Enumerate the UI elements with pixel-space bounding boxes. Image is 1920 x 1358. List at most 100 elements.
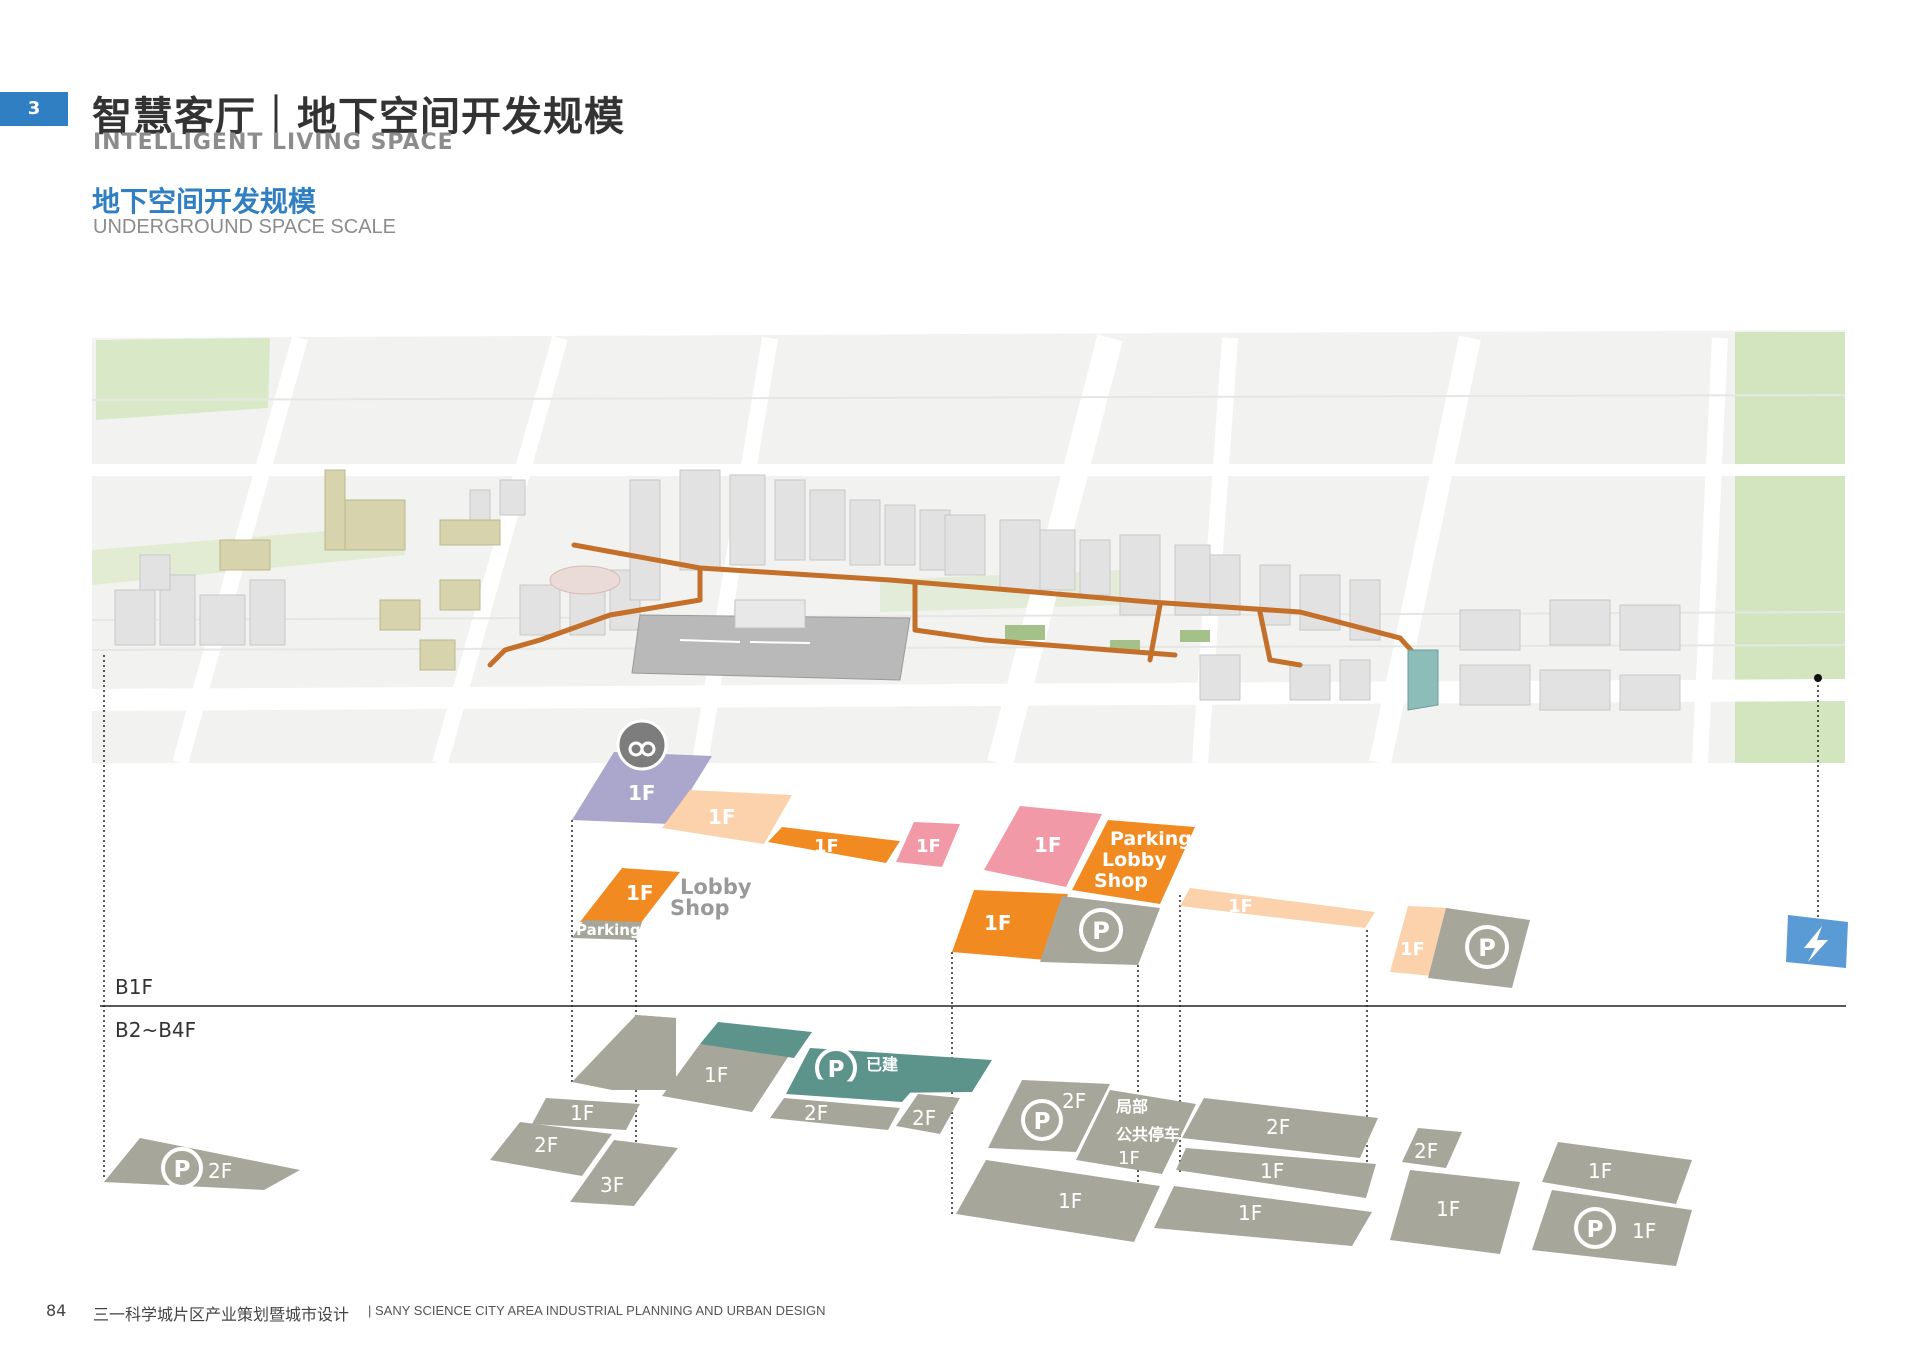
block-label: 1F <box>814 836 839 857</box>
block-label: Shop <box>1094 870 1148 892</box>
page-number: 84 <box>46 1301 67 1320</box>
block-pink-large <box>984 806 1102 887</box>
block-right-1f-b <box>1154 1186 1372 1246</box>
station-roof <box>631 614 911 681</box>
block-mid-2f-strip <box>770 1098 900 1130</box>
svg-text:P: P <box>1478 934 1496 962</box>
block-label: 1F <box>570 1101 594 1125</box>
block-label: 1F <box>984 911 1012 935</box>
block-label-group: Parking Lobby Shop <box>1094 828 1199 892</box>
page-title: 智慧客厅｜地下空间开发规模 <box>92 94 625 140</box>
block-left-1f <box>532 1098 640 1130</box>
block-peach-top <box>662 790 792 844</box>
aerial-site-map <box>91 330 1846 767</box>
block-label: 2F <box>1414 1139 1438 1163</box>
block-label: 2F <box>1062 1089 1086 1113</box>
block-gray-left-tail <box>612 1015 676 1090</box>
block-orange-mid <box>952 890 1068 960</box>
footer-title-en: | SANY SCIENCE CITY AREA INDUSTRIAL PLAN… <box>368 1303 826 1318</box>
b1-blocks: 1F 1F 1F 1F 1F Parking Lobby Shop 1F Par… <box>572 719 1848 988</box>
block-label: 1F <box>704 1063 728 1087</box>
block-label: Parking <box>576 921 641 939</box>
block-label: 2F <box>912 1106 936 1130</box>
block-label: 2F <box>1266 1115 1290 1139</box>
block-pink-small <box>896 822 960 867</box>
section-subtitle-en: UNDERGROUND SPACE SCALE <box>93 216 397 238</box>
block-label: 1F <box>708 805 736 829</box>
block-mid-2f <box>896 1094 960 1134</box>
block-label: 1F <box>1228 896 1253 917</box>
block-label: 1F <box>1238 1201 1262 1225</box>
block-label: 公共停车 <box>1116 1125 1180 1144</box>
parking-icon: P <box>1465 925 1509 969</box>
block-left-2f <box>490 1122 612 1176</box>
block-far-1f <box>1390 1170 1520 1254</box>
b2-b4-blocks: P 2F 1F 2F 3F 1F P 已建 2F 2F P <box>104 1015 1692 1266</box>
block-right-1f-a <box>1176 1148 1376 1198</box>
block-parking-small <box>572 920 642 940</box>
block-label: 2F <box>208 1159 232 1183</box>
block-label: 1F <box>1588 1159 1612 1183</box>
block-parking-mid <box>1040 896 1160 965</box>
block-center-parking <box>988 1080 1110 1152</box>
block-left-3f <box>570 1140 678 1206</box>
page-title-en: INTELLIGENT LIVING SPACE <box>93 130 454 155</box>
block-peach-strip <box>1180 888 1375 928</box>
block-label: 1F <box>1260 1159 1284 1183</box>
block-label: Parking <box>1110 828 1192 850</box>
svg-text:P: P <box>1092 917 1110 945</box>
block-label: 2F <box>804 1101 828 1125</box>
parking-icon: P <box>1079 908 1123 952</box>
landmark-tower <box>1407 649 1439 711</box>
block-label: 3F <box>600 1173 624 1197</box>
public-parking-label: 局部 公共停车 1F <box>1116 1097 1186 1169</box>
block-label: 1F <box>1118 1148 1140 1169</box>
block-label: 1F <box>1436 1197 1460 1221</box>
block-parking-lobby-shop <box>1072 820 1195 904</box>
svg-text:P: P <box>828 1057 845 1083</box>
section-number-badge: 3 <box>0 92 68 126</box>
block-label: 1F <box>626 881 654 905</box>
block-orange-left <box>580 868 680 924</box>
block-right-2f <box>1182 1098 1378 1158</box>
parking-icon: P <box>1021 1099 1063 1141</box>
block-center-bottom <box>956 1160 1160 1242</box>
block-teal-top <box>700 1022 812 1058</box>
block-parking-right <box>1428 908 1530 988</box>
lobby-shop-label: Lobby Shop <box>670 875 759 920</box>
block-label: 1F <box>1400 939 1425 960</box>
level-label-b2-b4: B2~B4F <box>115 1018 196 1042</box>
block-label: 1F <box>1034 833 1062 857</box>
section-subtitle: 地下空间开发规模 <box>92 185 317 218</box>
leader-anchor-dot <box>1814 674 1822 682</box>
block-teal-lower <box>786 1078 916 1102</box>
park-area-east <box>1735 332 1845 763</box>
level-label-b1: B1F <box>115 975 153 999</box>
block-label: 1F <box>1058 1189 1082 1213</box>
block-label: 1F <box>628 781 656 805</box>
block-far-2f <box>1402 1128 1462 1168</box>
block-label: 局部 <box>1116 1097 1148 1116</box>
parking-icon: P <box>161 1147 203 1189</box>
dome-building <box>549 565 621 595</box>
park-area <box>96 338 270 420</box>
block-label: Lobby <box>680 875 752 899</box>
svg-text:P: P <box>1587 1217 1604 1243</box>
block-label: Lobby <box>1102 849 1167 871</box>
block-label: 1F <box>916 836 941 857</box>
block-public-parking <box>1076 1090 1196 1174</box>
footer-title: 三一科学城片区产业策划暨城市设计 <box>93 1305 350 1324</box>
block-label: 1F <box>1632 1219 1656 1243</box>
lightning-icon <box>1786 915 1848 968</box>
metro-loop-icon <box>616 719 668 771</box>
block-label: Shop <box>670 896 730 920</box>
block-orange-strip <box>768 827 900 863</box>
block-far-right-1f <box>1542 1142 1692 1204</box>
block-label: 已建 <box>866 1055 898 1074</box>
parking-icon: P <box>1574 1207 1616 1249</box>
svg-text:P: P <box>1034 1109 1051 1135</box>
svg-text:P: P <box>174 1157 191 1183</box>
block-label: 2F <box>534 1133 558 1157</box>
block-upper-1f <box>662 1044 790 1112</box>
